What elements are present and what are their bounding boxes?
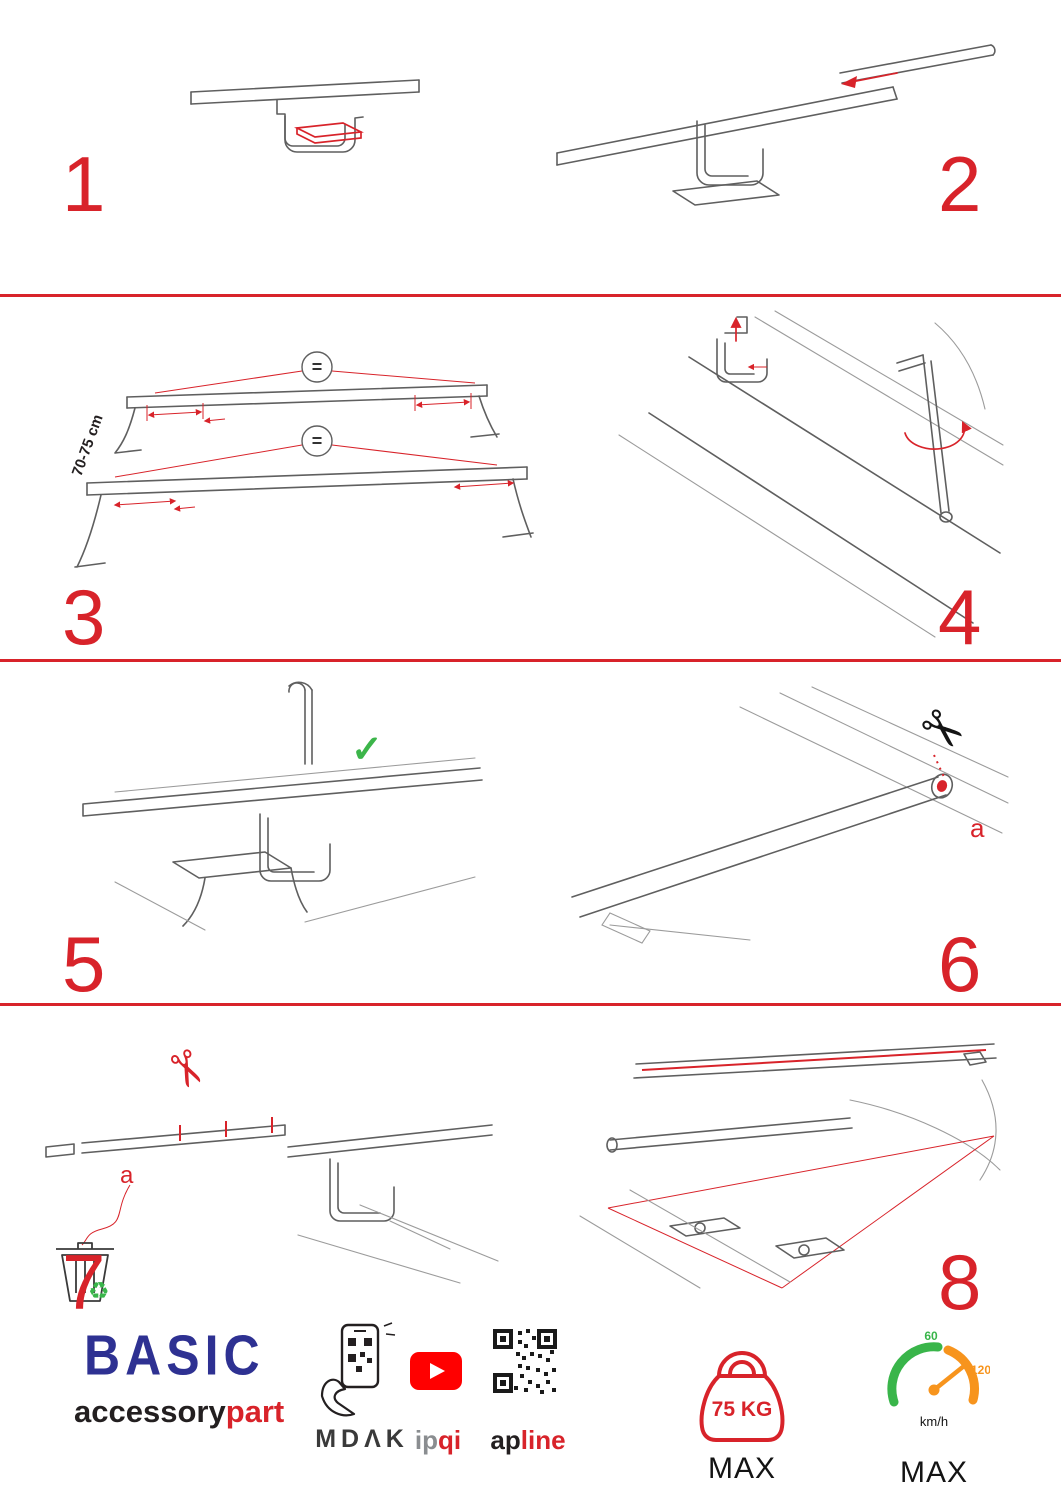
step-3-number: 3	[62, 573, 106, 661]
step-1-number: 1	[62, 140, 106, 228]
step-8-number: 8	[938, 1238, 982, 1326]
step-4-illustration	[618, 310, 1004, 638]
trash-bin-icon	[56, 1242, 114, 1302]
youtube-icon	[410, 1352, 462, 1390]
step-6-illustration: ✂ a	[571, 686, 1009, 944]
equal-spacing-symbol-top: =	[312, 357, 323, 377]
recycle-icon: ♻	[88, 1278, 110, 1305]
slide-direction-arrow	[850, 72, 898, 83]
speed-max-label: MAX	[899, 1456, 968, 1489]
step-7-part-label: a	[120, 1162, 134, 1189]
check-icon: ✓	[351, 729, 383, 771]
rotate-tool-arrow	[904, 421, 972, 450]
scissors-icon: ✂	[153, 1040, 218, 1099]
equal-spacing-symbol-bottom: =	[312, 431, 323, 451]
step-5-illustration: ✓	[82, 681, 483, 931]
brand-word-black: accessory	[74, 1394, 226, 1429]
step-8-illustration	[579, 1043, 1001, 1289]
step-6-part-label: a	[970, 813, 985, 843]
logo-ipqi: ipqi	[402, 1425, 474, 1456]
speed-unit-label: km/h	[920, 1414, 948, 1429]
logo-mdak: MDΛK	[315, 1425, 409, 1453]
qr-code-icon	[493, 1329, 557, 1394]
ipqi-gray: ip	[414, 1425, 438, 1455]
scissors-icon: ✂	[906, 694, 977, 766]
step-6-number: 6	[938, 920, 982, 1008]
brand-logo-basic: BASIC	[84, 1323, 265, 1387]
step-2-number: 2	[938, 140, 982, 228]
weight-max-label: MAX	[707, 1452, 776, 1485]
step-4-number: 4	[938, 573, 982, 661]
speedometer-icon: 60 120 km/h	[887, 1329, 990, 1429]
ipqi-red: qi	[438, 1425, 462, 1455]
step-3-dimension-label: 70-75 cm	[69, 412, 107, 478]
section-divider	[0, 1003, 1061, 1006]
brand-word-red: part	[225, 1394, 285, 1429]
logo-apline: apline	[478, 1425, 578, 1456]
rubber-pad-outline	[294, 122, 364, 138]
detail-callout-lines	[607, 1135, 995, 1289]
strip-position-line	[641, 1049, 987, 1071]
brand-wordmark: accessorypart	[74, 1394, 284, 1430]
phone-qr-scan-icon	[320, 1322, 396, 1417]
step-5-number: 5	[62, 920, 106, 1008]
max-weight-icon: 75 KG	[699, 1351, 785, 1442]
step-3-illustration: = = 70-75 cm	[69, 351, 534, 568]
section-divider	[0, 294, 1061, 297]
step-7-illustration: ✂ a ♻	[45, 1040, 499, 1305]
step-1-illustration	[190, 79, 420, 153]
step-2-illustration	[556, 44, 996, 206]
apline-red: line	[520, 1425, 566, 1455]
hand-shape	[320, 1378, 356, 1417]
speed-high-label: 120	[971, 1363, 990, 1377]
cut-end-highlight	[936, 780, 948, 792]
apline-black: ap	[490, 1425, 521, 1455]
section-divider	[0, 659, 1061, 662]
step-7-number: 7	[62, 1238, 106, 1326]
speed-low-label: 60	[924, 1329, 938, 1343]
discard-lead-line	[81, 1184, 131, 1246]
weight-value: 75 KG	[712, 1398, 773, 1421]
